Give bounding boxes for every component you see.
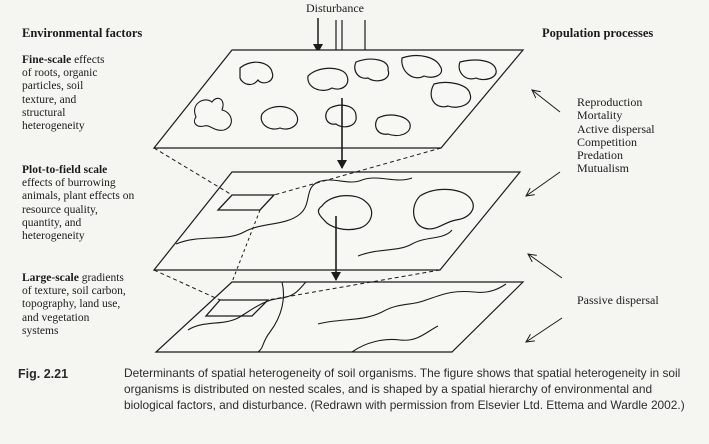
large-scale-line: systems (22, 324, 59, 337)
plot-scale-line: effects of burrowing (22, 177, 116, 190)
environmental-factors-heading: Environmental factors (22, 26, 143, 40)
process-item: Passive dispersal (577, 293, 659, 307)
process-arrows (526, 90, 563, 342)
large-scale-description: Large-scale gradients of texture, soil c… (22, 272, 126, 338)
fine-scale-line: texture, and (22, 93, 77, 106)
large-scale-line: gradients (78, 272, 124, 284)
process-item: Reproduction (577, 95, 643, 109)
large-scale-plane (154, 281, 525, 353)
process-item: Mutualism (577, 161, 630, 176)
upper-processes-list: Reproduction Mortality Active dispersal … (577, 95, 655, 176)
flow-arrows (331, 98, 347, 281)
large-scale-line: and vegetation (22, 311, 90, 324)
process-item: Active dispersal (577, 121, 655, 136)
fine-scale-line: of roots, organic (22, 67, 98, 80)
disturbance-label: Disturbance (306, 1, 364, 15)
scale-connectors (153, 147, 442, 301)
plot-scale-line: heterogeneity (22, 230, 85, 243)
large-scale-line: topography, land use, (22, 298, 121, 311)
process-item: Mortality (577, 108, 623, 123)
plot-scale-title: Plot-to-field scale (22, 164, 108, 176)
fine-scale-line: particles, soil (22, 80, 84, 93)
plot-scale-line: resource quality, (22, 203, 98, 216)
population-processes-heading: Population processes (542, 26, 654, 40)
plot-scale-line: animals, plant effects on (22, 190, 135, 203)
fine-scale-description: Fine-scale effects of roots, organic par… (22, 54, 105, 133)
fine-scale-plane (152, 49, 525, 149)
fine-scale-line: effects (71, 54, 105, 66)
plot-scale-line: quantity, and (22, 216, 82, 229)
lower-processes-list: Passive dispersal (577, 293, 659, 307)
plot-scale-plane (152, 171, 522, 271)
large-scale-title: Large-scale (22, 272, 79, 284)
process-item: Predation (577, 148, 623, 163)
figure-caption: Determinants of spatial heterogeneity of… (124, 366, 685, 412)
figure-number: Fig. 2.21 (18, 367, 69, 381)
fine-scale-line: heterogeneity (22, 120, 85, 133)
large-scale-line: of texture, soil carbon, (22, 285, 126, 298)
fine-scale-line: structural (22, 106, 66, 119)
process-item: Competition (577, 134, 637, 149)
fine-scale-title: Fine-scale (22, 54, 72, 66)
plot-scale-description: Plot-to-field scale effects of burrowing… (22, 164, 134, 243)
